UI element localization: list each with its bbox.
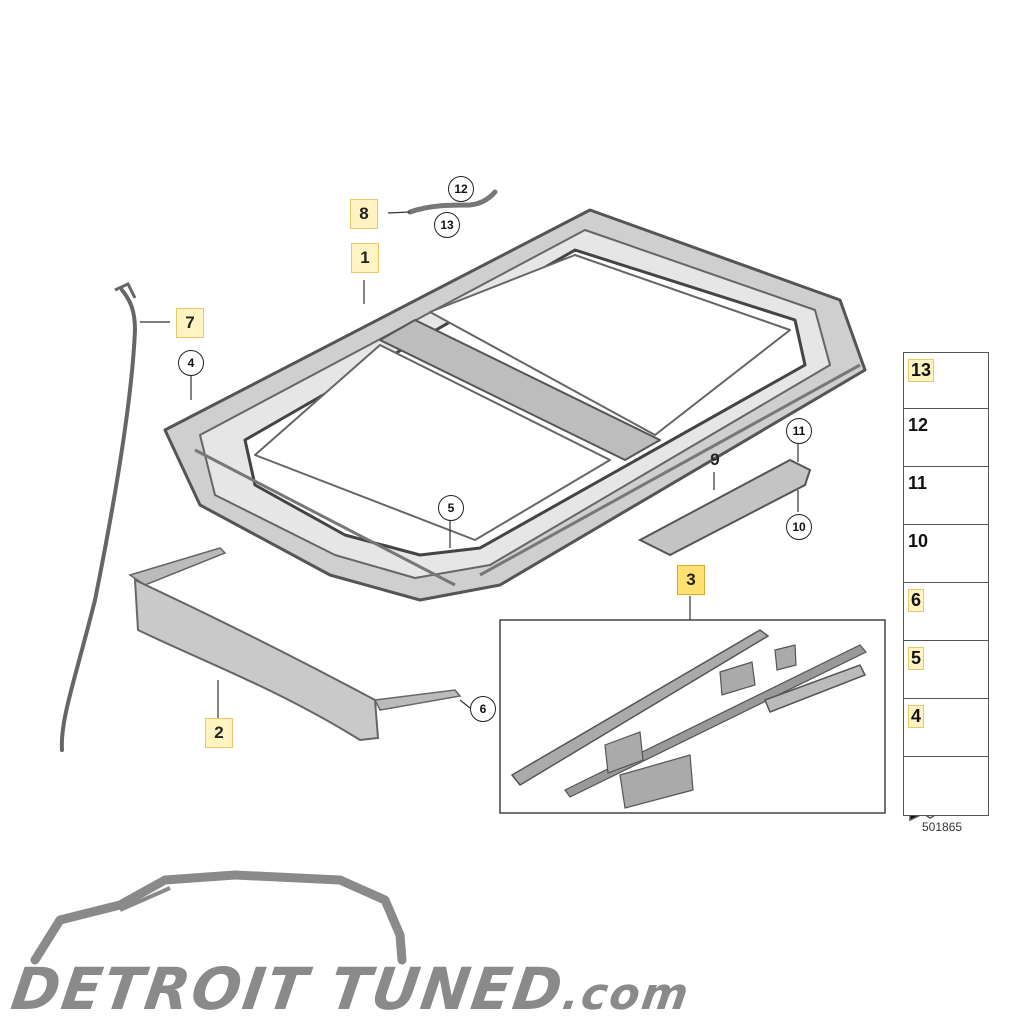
panel-label-5: 5: [908, 647, 925, 670]
callout-1: 1: [351, 243, 379, 273]
callout-5: 5: [438, 495, 464, 521]
callout-11: 11: [786, 418, 812, 444]
panel-row-10: 10: [903, 524, 989, 583]
car-silhouette-logo: [30, 870, 407, 965]
brand-suffix: .com: [559, 969, 694, 1020]
panel-label-11: 11: [908, 473, 928, 493]
callout-9: 9: [710, 450, 720, 469]
drain-hose-part-7: [59, 282, 138, 752]
panel-row-13: 13: [903, 352, 989, 409]
panel-label-4: 4: [908, 705, 925, 728]
leader-lines: [140, 211, 799, 718]
wind-deflector-part-2: [128, 547, 462, 742]
callout-3: 3: [677, 565, 705, 595]
callout-10: 10: [786, 514, 812, 540]
panel-row-4: 4: [903, 698, 989, 757]
callout-8: 8: [350, 199, 378, 229]
panel-row-11: 11: [903, 466, 989, 525]
mechanism-inset-part-3: [499, 619, 886, 814]
bracket-part-9: [637, 458, 812, 557]
panel-label-6: 6: [908, 589, 925, 612]
callout-2: 2: [205, 718, 233, 748]
panel-row-arrow: [903, 756, 989, 816]
panel-label-10: 10: [908, 531, 929, 551]
panel-row-5: 5: [903, 640, 989, 699]
callout-4: 4: [178, 350, 204, 376]
panel-row-12: 12: [903, 408, 989, 467]
callout-13: 13: [434, 212, 460, 238]
panel-label-13: 13: [908, 359, 935, 382]
panel-label-12: 12: [908, 415, 929, 435]
sunroof-frame: [163, 208, 867, 602]
brand-main: DETROIT TUNED: [7, 955, 569, 1023]
callout-7: 7: [176, 308, 204, 338]
drain-hose-part-8: [407, 189, 498, 215]
callout-12: 12: [448, 176, 474, 202]
brand-logo: DETROIT TUNED.com: [7, 955, 695, 1023]
callout-6: 6: [470, 696, 496, 722]
diagram-id: 501865: [922, 820, 963, 834]
panel-row-6: 6: [903, 582, 989, 641]
